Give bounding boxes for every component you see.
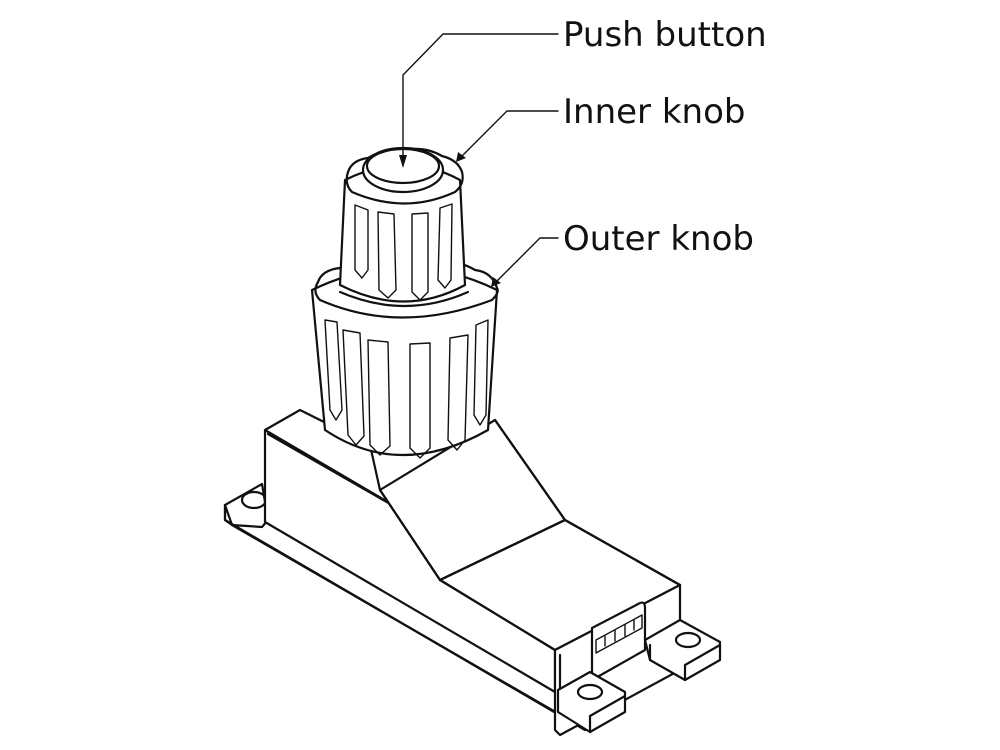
front-mounting-tab	[556, 670, 627, 734]
right-mounting-tab	[643, 618, 722, 682]
arrowhead-icon	[491, 277, 501, 287]
outer-knob-label: Outer knob	[563, 219, 754, 259]
arrowhead-icon	[456, 152, 466, 162]
arrowhead-icon	[399, 155, 407, 168]
leader-outer-knob	[491, 237, 559, 287]
leader-inner-knob	[456, 110, 559, 162]
left-mounting-tab	[223, 482, 270, 529]
mounting-hole	[576, 683, 604, 701]
usb-connector	[590, 601, 647, 682]
mounting-hole	[674, 631, 702, 649]
housing	[223, 408, 722, 737]
leader-push-button	[399, 33, 559, 168]
push-button-label: Push button	[563, 15, 767, 55]
inner-knob-label: Inner knob	[563, 92, 746, 132]
